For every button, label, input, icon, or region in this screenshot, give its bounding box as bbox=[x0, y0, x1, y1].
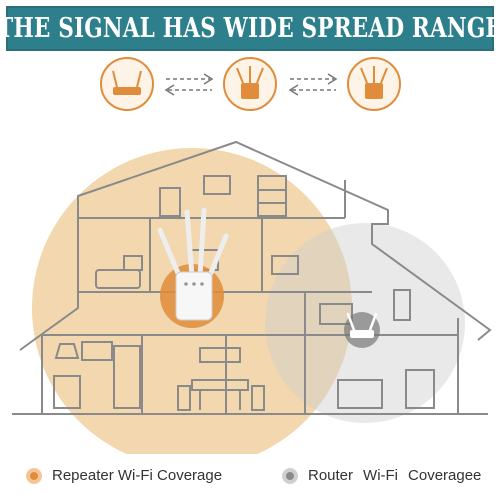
repeater-dot-icon bbox=[26, 467, 42, 484]
legend-label-repeater: Repeater Wi-Fi Coverage bbox=[52, 467, 223, 484]
legend-item-router: Router Wi-Fi Coveragee bbox=[282, 467, 481, 484]
router-device-icon bbox=[344, 312, 380, 348]
router-icon bbox=[100, 57, 154, 111]
arrow-pair-icon bbox=[164, 73, 214, 96]
repeater-icon bbox=[223, 57, 277, 111]
router-dot-icon bbox=[282, 467, 298, 484]
legend-label-router-2: Wi-Fi bbox=[363, 467, 399, 484]
signal-flow-strip bbox=[100, 57, 401, 111]
repeater-icon bbox=[347, 57, 401, 111]
arrow-pair-icon bbox=[288, 73, 338, 96]
repeater-device-icon bbox=[157, 207, 229, 328]
legend-item-repeater: Repeater Wi-Fi Coverage bbox=[26, 467, 222, 484]
house-roof bbox=[19, 140, 492, 351]
legend-label-router-1: Router bbox=[308, 467, 354, 484]
legend: Repeater Wi-Fi Coverage Router Wi-Fi Cov… bbox=[0, 455, 500, 498]
legend-label-router-3: Coveragee bbox=[408, 467, 482, 484]
banner-title: THE SIGNAL HAS WIDE SPREAD RANGE bbox=[0, 13, 500, 44]
house-coverage-illustration bbox=[12, 140, 492, 454]
title-banner: THE SIGNAL HAS WIDE SPREAD RANGE bbox=[0, 6, 500, 51]
